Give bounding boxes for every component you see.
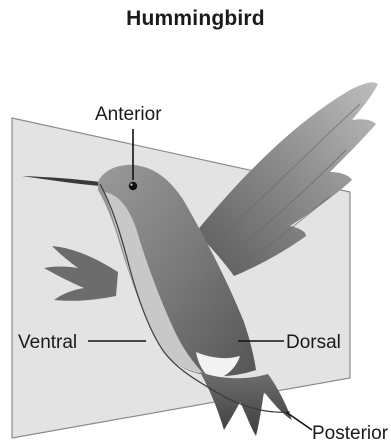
ventral-label: Ventral bbox=[18, 333, 77, 352]
eye bbox=[129, 182, 137, 190]
posterior-label: Posterior bbox=[312, 424, 388, 443]
anterior-label: Anterior bbox=[95, 105, 162, 124]
dorsal-label: Dorsal bbox=[286, 333, 341, 352]
posterior-leader-line bbox=[286, 412, 312, 430]
eye-highlight bbox=[130, 184, 132, 186]
